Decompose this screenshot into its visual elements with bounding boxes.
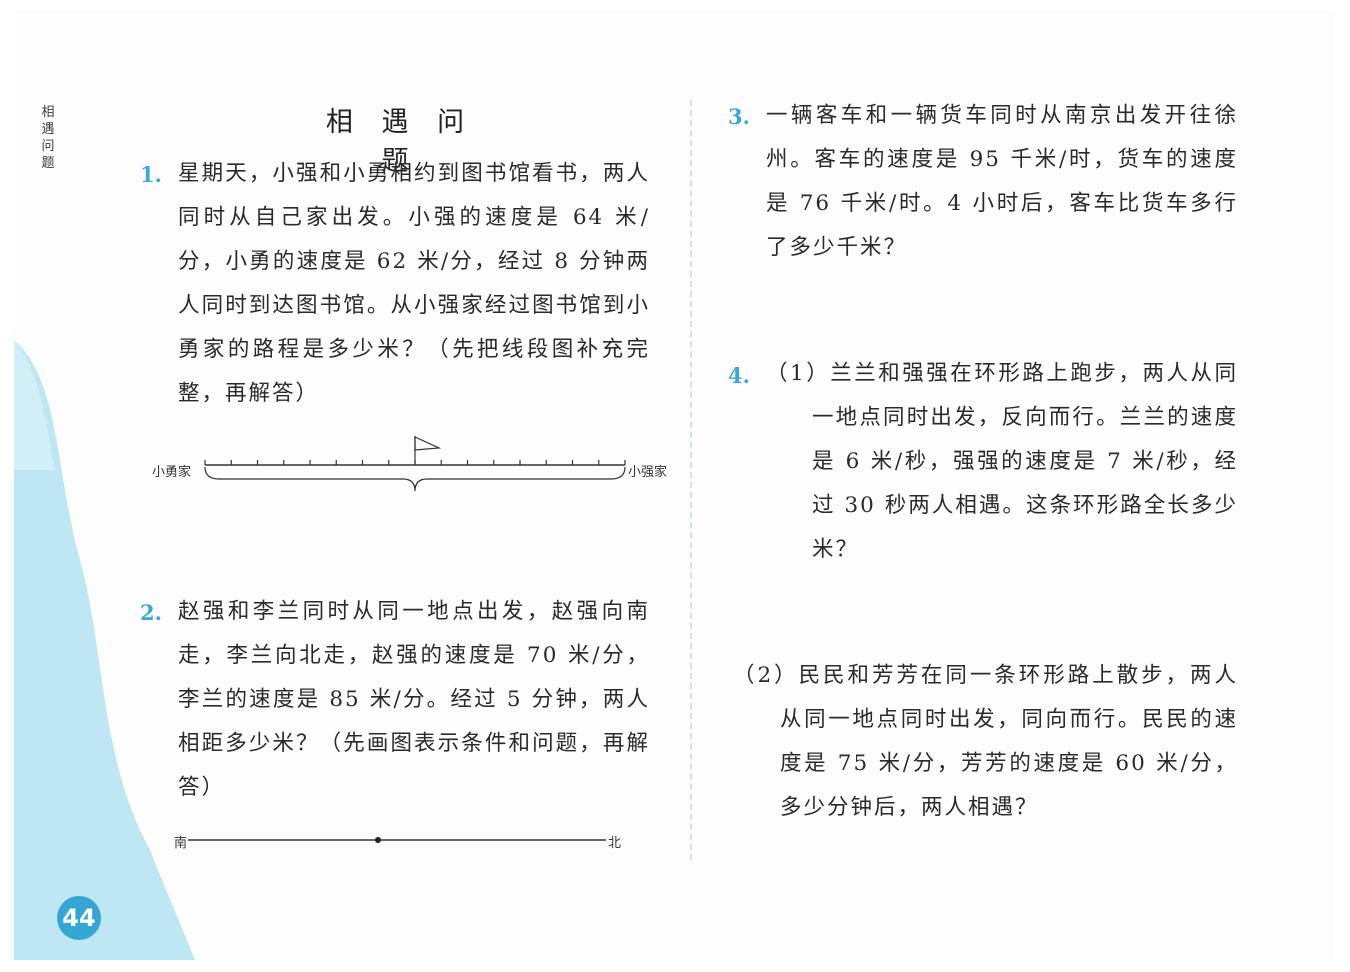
total-distance-brace [204,466,626,492]
problem-1-number: 1. [140,162,162,187]
diagram2-left-label: 南 [174,836,188,851]
page-number-badge: 44 [57,896,101,940]
start-point-dot [375,837,381,843]
column-divider [690,100,692,860]
page-title: 相 遇 问 题 [325,107,475,177]
line-segment-diagram [204,436,626,492]
page-sheet [14,10,1334,960]
problem-2-number: 2. [140,600,162,625]
diagram1-right-label: 小强家 [628,465,668,480]
diagram2-right-label: 北 [608,836,622,851]
flag-icon [414,436,442,451]
problem-3-text: 一辆客车和一辆货车同时从南京出发开往徐州。客车的速度是 95 千米/时，货车的速… [766,103,1238,260]
problem-4-part-1-text: （1）兰兰和强强在环形路上跑步，两人从同一地点同时出发，反向而行。兰兰的速度是 … [766,361,1238,562]
problem-2-text: 赵强和李兰同时从同一地点出发，赵强向南走，李兰向北走，赵强的速度是 70 米/分… [178,599,650,800]
problem-4-number: 4. [728,363,750,388]
problem-3-number: 3. [728,104,750,129]
problem-1-text: 星期天，小强和小勇相约到图书馆看书，两人同时从自己家出发。小强的速度是 64 米… [178,161,650,406]
diagram1-left-label: 小勇家 [152,465,192,480]
problem-4-part-2-text: （2）民民和芳芳在同一条环形路上散步，两人从同一地点同时出发，同向而行。民民的速… [733,663,1238,820]
side-chapter-title: 相遇问题 [41,105,55,171]
north-south-line [188,837,606,843]
